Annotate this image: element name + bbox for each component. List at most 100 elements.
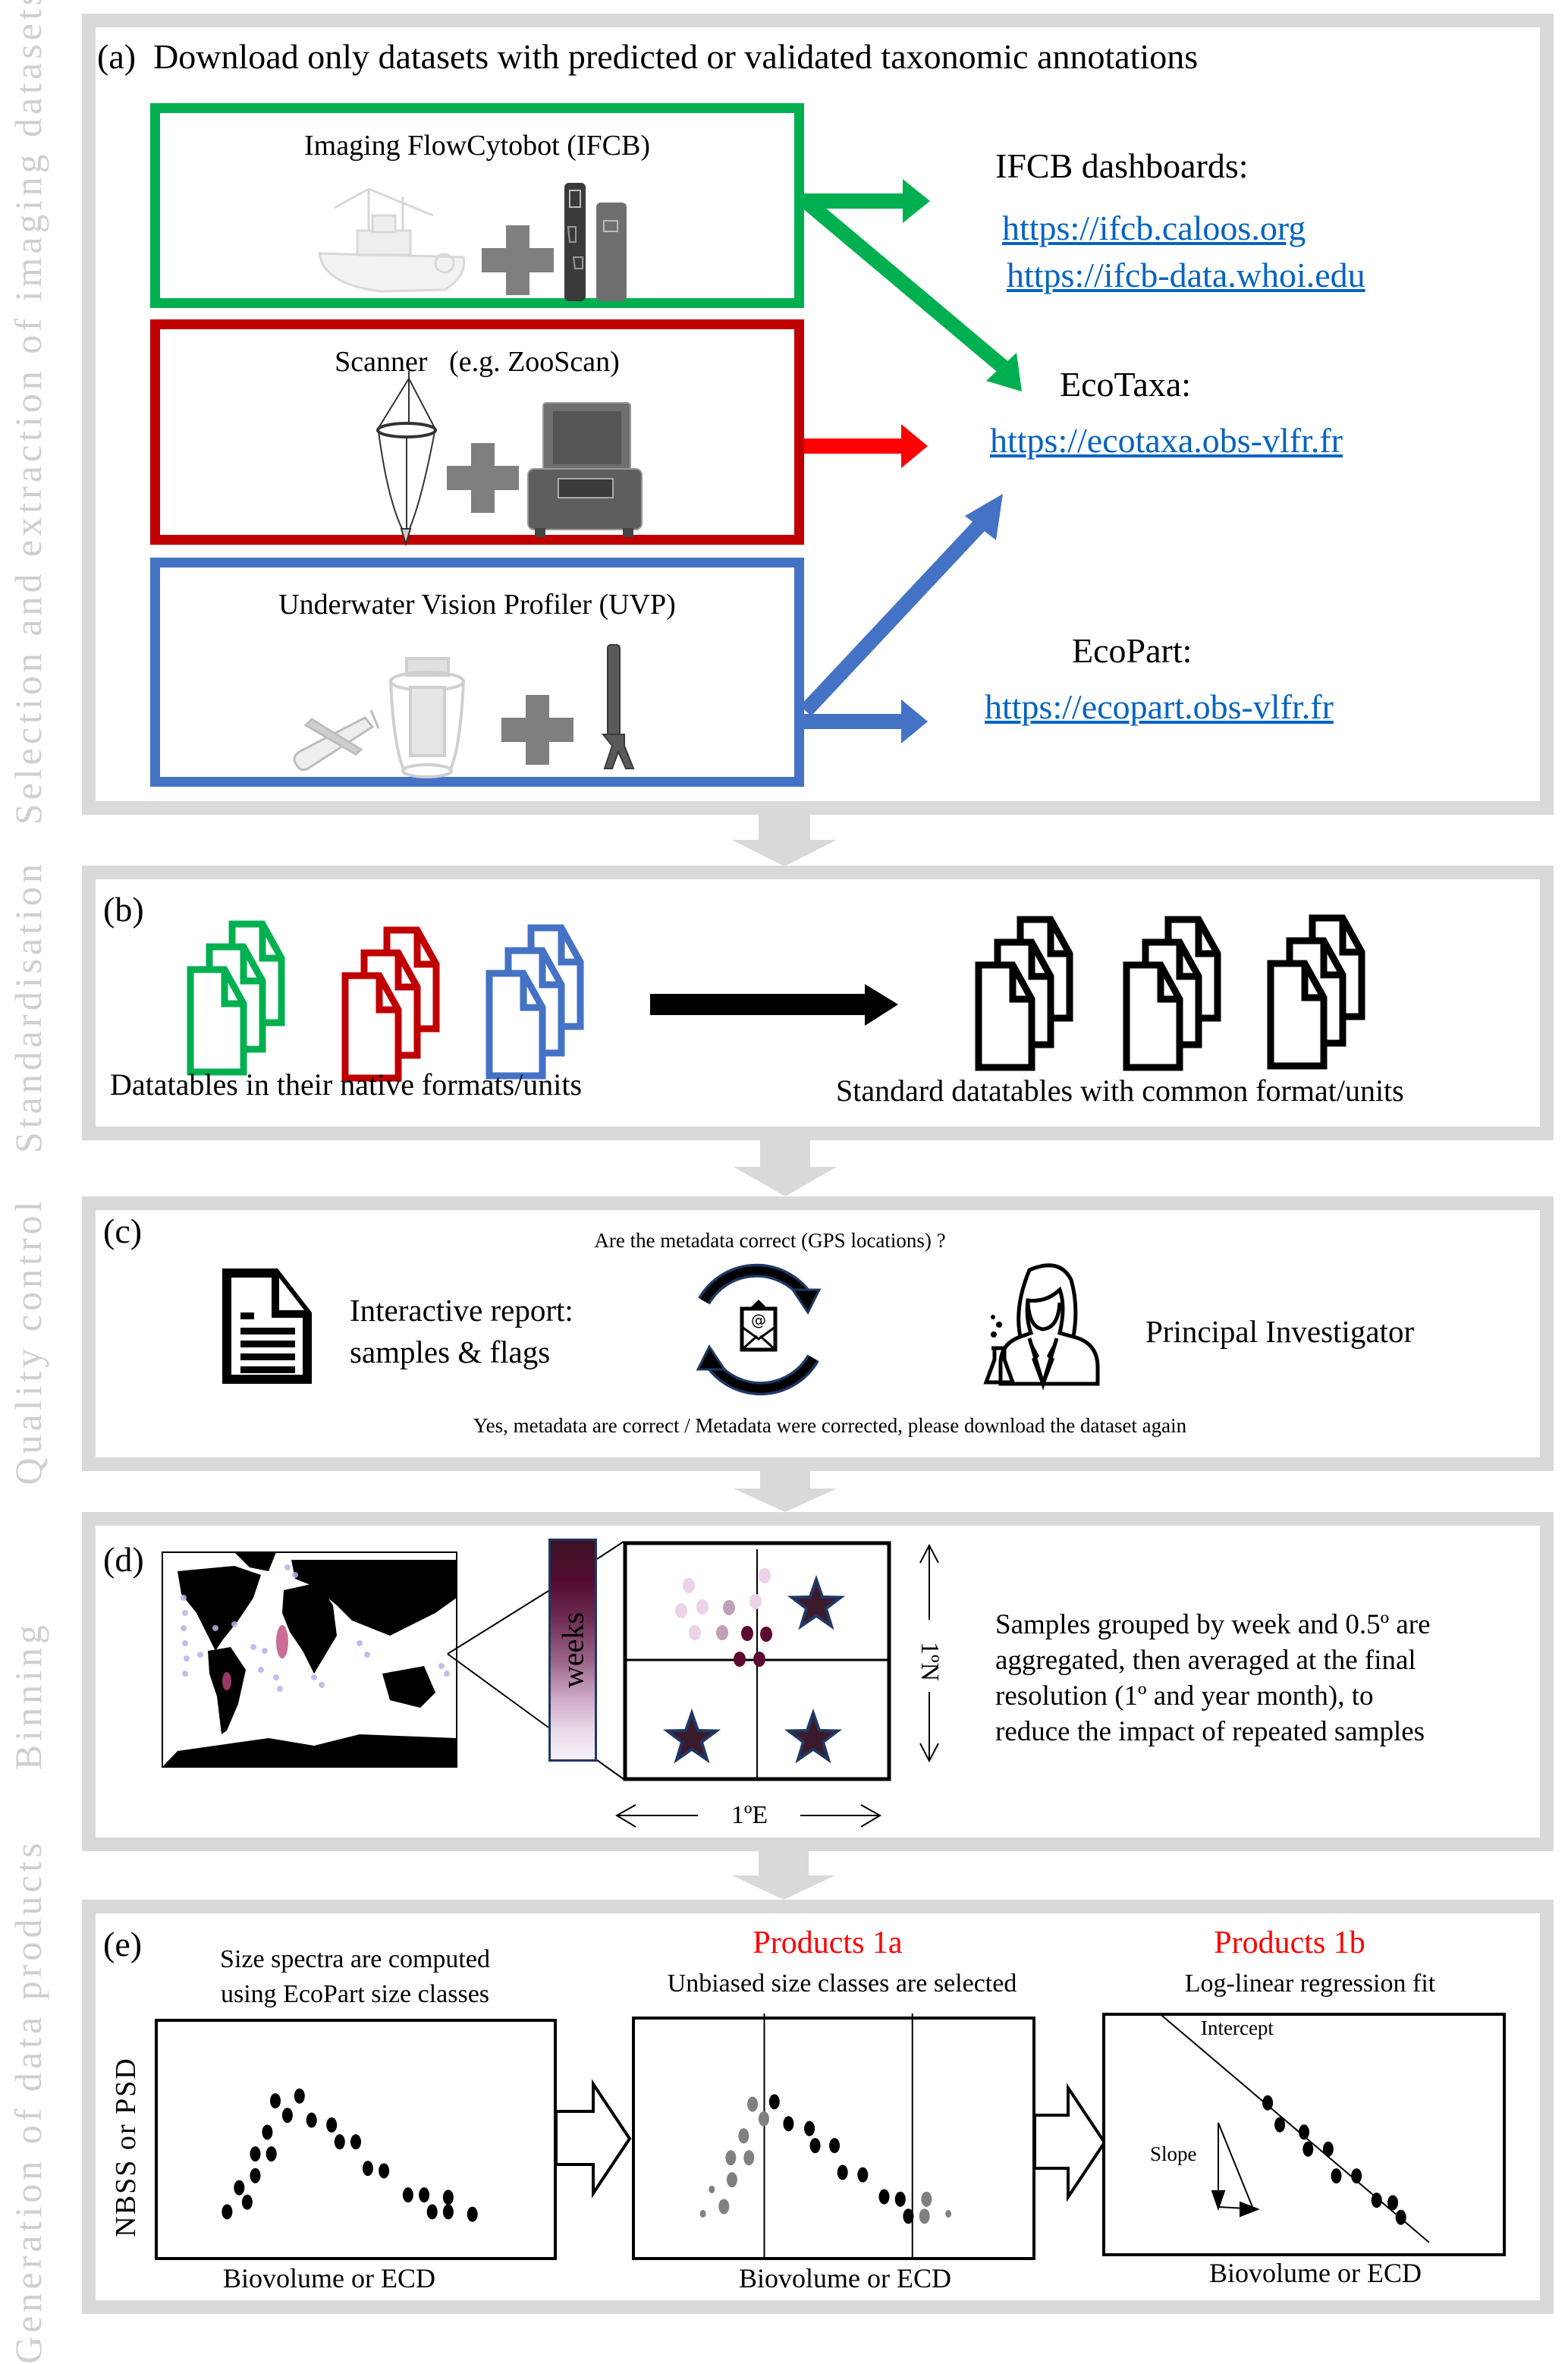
weeks-colorbar: weeks xyxy=(548,1539,597,1762)
data-point xyxy=(837,2164,848,2180)
data-point xyxy=(1299,2124,1309,2140)
data-point xyxy=(362,2161,373,2177)
weekly-sample-dot xyxy=(753,1652,765,1667)
data-point xyxy=(442,2204,454,2220)
sample-hexbins xyxy=(181,1564,450,1692)
monthly-average-star-icon xyxy=(662,1708,721,1764)
slope-label: Slope xyxy=(1150,2142,1197,2165)
lat-arrow xyxy=(919,1543,939,1763)
binning-description-line: aggregated, then averaged at the final xyxy=(995,1645,1416,1676)
weekly-sample-dot xyxy=(741,1626,753,1641)
data-point xyxy=(1302,2141,1314,2157)
monthly-average-star-icon xyxy=(787,1574,846,1630)
data-point xyxy=(334,2134,345,2150)
arrow-uvp-to-ecopart xyxy=(804,699,928,743)
data-point xyxy=(306,2112,317,2128)
flow-arrow-a-b xyxy=(732,813,837,866)
panel-a-title: Download only datasets with predicted or… xyxy=(153,37,1199,76)
continents xyxy=(162,1552,457,1767)
chart1-xlabel: Biovolume or ECD xyxy=(223,2263,435,2293)
data-point xyxy=(1322,2141,1334,2157)
data-point xyxy=(768,2094,780,2110)
instrument-title-scanner: Scanner (e.g. ZooScan) xyxy=(335,346,620,378)
link-ifcb-caloos[interactable]: https://ifcb.caloos.org xyxy=(1002,209,1306,247)
weekly-sample-dot xyxy=(675,1603,687,1618)
products-1a-heading: Products 1a xyxy=(753,1925,903,1960)
email-icon: @ xyxy=(740,1300,778,1352)
data-point xyxy=(747,2096,759,2112)
data-point xyxy=(1371,2193,1382,2208)
weekly-sample-dot xyxy=(760,1627,772,1642)
plus-icon xyxy=(501,695,573,765)
standard-datatables-caption: Standard datatables with common format/u… xyxy=(836,1074,1404,1108)
chart3-xlabel: Biovolume or ECD xyxy=(1209,2258,1422,2288)
binning-description-line: reduce the impact of repeated samples xyxy=(995,1716,1425,1747)
ifcb-dashboards-heading: IFCB dashboards: xyxy=(995,146,1249,185)
plus-icon xyxy=(482,225,554,295)
ifcb-instrument-icon xyxy=(564,183,627,301)
binning-description-line: resolution (1º and year month), to xyxy=(995,1680,1374,1712)
plankton-net-icon xyxy=(376,371,437,547)
step-arrow-2 xyxy=(1033,2083,1107,2202)
data-point xyxy=(718,2199,730,2215)
arrow-uvp-to-ecotaxa xyxy=(800,494,1003,716)
panel-c xyxy=(82,1196,1554,1471)
zooscan-scanner-icon xyxy=(527,402,643,537)
flow-arrow-b-c xyxy=(734,1139,837,1196)
panel-d-label: (d) xyxy=(103,1540,144,1579)
principal-investigator-label: Principal Investigator xyxy=(1145,1314,1415,1349)
chart-products-1b xyxy=(1102,2012,1506,2256)
instrument-box-scanner: Scanner (e.g. ZooScan) xyxy=(150,319,804,547)
native-datatables-caption: Datatables in their native formats/units xyxy=(110,1067,583,1102)
link-ecopart[interactable]: https://ecopart.obs-vlfr.fr xyxy=(985,687,1334,726)
flow-arrow-d-e xyxy=(732,1850,835,1900)
data-point xyxy=(222,2204,233,2220)
products-1b-heading: Products 1b xyxy=(1214,1925,1365,1960)
data-point xyxy=(783,2116,794,2132)
data-point xyxy=(804,2120,815,2136)
data-point xyxy=(1262,2095,1274,2111)
ship-icon xyxy=(318,187,466,293)
step1-caption: Size spectra are computed using EcoPart … xyxy=(220,1942,490,2012)
flow-arrow-c-d xyxy=(734,1470,837,1512)
link-ecotaxa[interactable]: https://ecotaxa.obs-vlfr.fr xyxy=(990,421,1343,460)
data-point xyxy=(829,2138,841,2154)
data-point xyxy=(281,2108,293,2124)
lat-label: 1ºN xyxy=(916,1641,944,1682)
intercept-label: Intercept xyxy=(1201,2017,1274,2039)
arrow-ifcb-to-dashboards xyxy=(803,179,930,223)
arrow-ifcb-to-ecotaxa xyxy=(800,195,1022,391)
weeks-label: weeks xyxy=(555,1612,590,1688)
chart-ylabel: NBSS or PSD xyxy=(110,2057,142,2237)
data-point xyxy=(903,2208,914,2224)
data-point xyxy=(270,2093,281,2109)
data-point xyxy=(809,2138,821,2154)
data-point xyxy=(266,2146,277,2162)
chart2-xlabel: Biovolume or ECD xyxy=(739,2263,951,2293)
weekly-sample-dot xyxy=(759,1568,771,1583)
weekly-sample-dot xyxy=(683,1578,695,1593)
instrument-title-ifcb: Imaging FlowCytobot (IFCB) xyxy=(303,130,651,162)
data-point xyxy=(857,2167,869,2183)
instrument-title-uvp: Underwater Vision Profiler (UVP) xyxy=(278,589,676,621)
weekly-sample-dot xyxy=(749,1594,762,1609)
report-subtitle: samples & flags xyxy=(350,1334,551,1369)
data-point xyxy=(350,2134,361,2150)
data-point xyxy=(1331,2168,1342,2184)
data-point xyxy=(758,2111,769,2127)
instrument-box-ifcb: Imaging FlowCytobot (IFCB) xyxy=(150,103,804,308)
email-exchange-cycle-icon: @ xyxy=(696,1263,822,1396)
step1-caption-line: using EcoPart size classes xyxy=(220,1980,490,2008)
data-point xyxy=(262,2124,273,2140)
regression-line xyxy=(1158,2012,1430,2243)
data-point xyxy=(467,2206,478,2222)
chart-size-spectra xyxy=(155,2019,557,2260)
link-ifcb-whoi[interactable]: https://ifcb-data.whoi.edu xyxy=(1007,256,1365,294)
data-point xyxy=(945,2210,952,2218)
step-arrow-1 xyxy=(555,2079,632,2199)
data-point xyxy=(379,2163,390,2179)
weekly-sample-dot xyxy=(716,1625,728,1640)
data-point xyxy=(402,2187,413,2203)
